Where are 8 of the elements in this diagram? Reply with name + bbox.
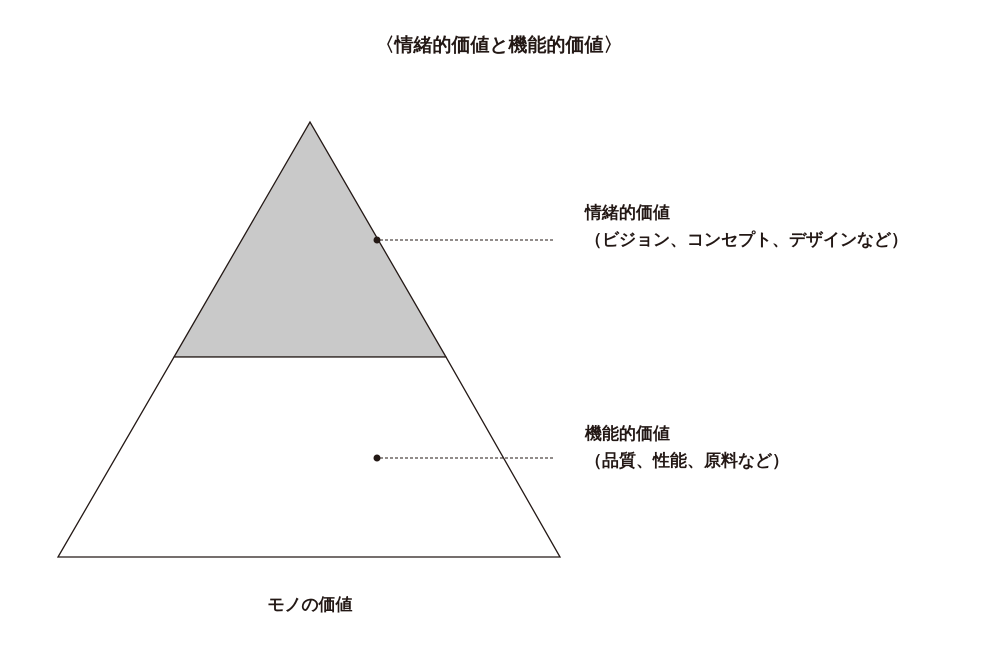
value-description: （品質、性能、原料など） [584, 450, 789, 473]
value-description: （ビジョン、コンセプト、デザインなど） [584, 229, 908, 252]
diagram-title: 〈情緒的価値と機能的価値〉 [374, 33, 624, 58]
value-heading: 情緒的価値 [583, 202, 670, 225]
pyramid-caption: モノの価値 [266, 594, 354, 617]
leader-line [374, 454, 554, 462]
leader-line [374, 236, 554, 244]
value-heading: 機能的価値 [584, 423, 670, 446]
